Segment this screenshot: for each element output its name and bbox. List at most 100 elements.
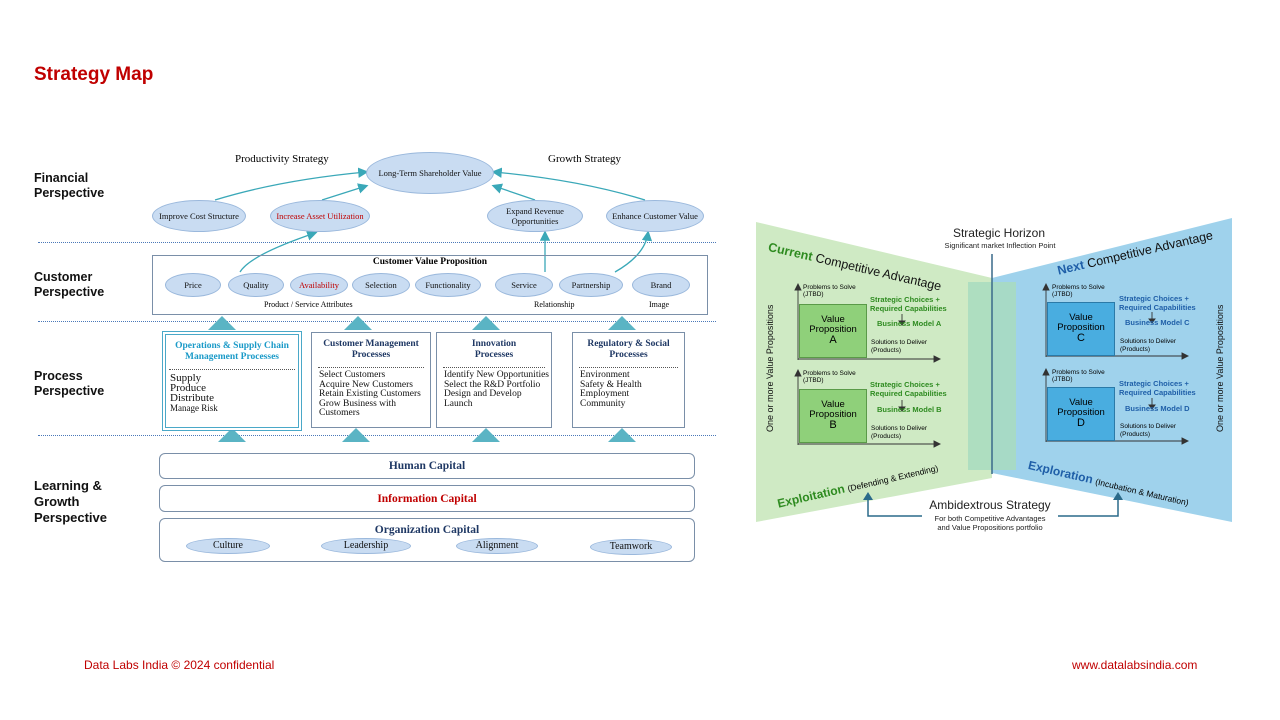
enhance-customer-value-oval: Enhance Customer Value <box>606 200 704 232</box>
process-box-title: Innovation Processes <box>471 339 517 360</box>
slide-title: Strategy Map <box>34 64 154 85</box>
value-proposition-d-box: Value Proposition D <box>1047 387 1115 441</box>
business-model-c-label: Business Model C <box>1125 318 1190 327</box>
business-model-a-label: Business Model A <box>877 319 942 328</box>
innovation-process-box: Innovation Processes Identify New Opport… <box>436 332 552 428</box>
strategic-choices-label: Strategic Choices + Required Capabilitie… <box>870 295 947 313</box>
org-item-culture: Culture <box>186 538 270 554</box>
business-model-b-label: Business Model B <box>877 405 942 414</box>
vp-letter: B <box>829 419 837 431</box>
link-triangle <box>218 428 246 442</box>
vp-letter: A <box>829 334 837 346</box>
solutions-label: Solutions to Deliver (Products) <box>871 339 927 354</box>
financial-perspective-label: Financial Perspective <box>34 171 105 200</box>
problems-label: Problems to Solve (JTBD) <box>1052 369 1105 383</box>
problems-label: Problems to Solve (JTBD) <box>1052 284 1105 298</box>
vp-label: Value Proposition <box>809 399 857 420</box>
value-proposition-a-box: Value Proposition A <box>799 304 867 358</box>
image-label: Image <box>649 300 669 309</box>
process-box-divider <box>443 367 545 368</box>
link-triangle <box>344 316 372 330</box>
process-box-title: Operations & Supply Chain Management Pro… <box>175 341 289 362</box>
attribute-selection: Selection <box>352 273 410 297</box>
vp-letter: D <box>1077 417 1085 429</box>
increase-asset-utilization-oval: Increase Asset Utilization <box>270 200 370 232</box>
relationship-label: Relationship <box>534 300 575 309</box>
attribute-service: Service <box>495 273 553 297</box>
operations-process-box: Operations & Supply Chain Management Pro… <box>162 331 302 431</box>
customer-value-proposition-header: Customer Value Proposition <box>372 257 488 267</box>
process-item: Select the R&D Portfolio <box>444 379 541 390</box>
vp-axes <box>794 282 1190 448</box>
improve-cost-structure-oval: Improve Cost Structure <box>152 200 246 232</box>
organization-capital-title: Organization Capital <box>374 524 480 536</box>
vp-label: Value Proposition <box>1057 312 1105 333</box>
separator-line <box>38 242 716 243</box>
productivity-strategy-label: Productivity Strategy <box>235 153 329 165</box>
process-item: Acquire New Customers <box>319 379 413 390</box>
link-triangle <box>608 428 636 442</box>
process-item: Produce <box>170 382 207 394</box>
process-item: Select Customers <box>319 370 386 380</box>
attribute-functionality: Functionality <box>415 273 481 297</box>
growth-strategy-label: Growth Strategy <box>548 153 622 165</box>
process-item: Employment <box>580 389 630 400</box>
org-item-teamwork: Teamwork <box>590 539 672 555</box>
strategic-choices-label: Strategic Choices + Required Capabilitie… <box>1119 379 1196 397</box>
vp-letter: C <box>1077 332 1085 344</box>
expand-revenue-opportunities-oval: Expand Revenue Opportunities <box>487 200 583 232</box>
link-triangle <box>342 428 370 442</box>
problems-label: Problems to Solve (JTBD) <box>803 370 856 384</box>
process-box-title: Regulatory & Social Processes <box>587 339 670 360</box>
attribute-availability: Availability <box>290 273 348 297</box>
process-item: Safety & Health <box>580 379 642 390</box>
process-item: Identify New Opportunities <box>444 370 550 380</box>
link-triangle <box>472 316 500 330</box>
attribute-partnership: Partnership <box>559 273 623 297</box>
value-proposition-c-box: Value Proposition C <box>1047 302 1115 356</box>
customer-management-process-box: Customer Management Processes Select Cus… <box>311 332 431 428</box>
long-term-shareholder-value-oval: Long-Term Shareholder Value <box>366 152 494 194</box>
strategic-horizon-subtitle: Significant market Inflection Point <box>944 241 1056 250</box>
process-box-title: Customer Management Processes <box>323 339 419 360</box>
org-item-alignment: Alignment <box>456 538 538 554</box>
strategic-horizon-title: Strategic Horizon <box>952 226 1046 240</box>
ambidextrous-strategy-subtitle-2: and Value Propositions portfolio <box>937 523 1043 532</box>
footer-website[interactable]: www.datalabsindia.com <box>1072 658 1198 672</box>
link-triangle <box>608 316 636 330</box>
separator-line <box>38 321 716 322</box>
process-item: Grow Business with Customers <box>319 398 397 419</box>
human-capital-bar: Human Capital <box>159 453 695 479</box>
connector-arrows <box>214 167 653 273</box>
solutions-label: Solutions to Deliver (Products) <box>871 425 927 440</box>
ambidexterity-shapes <box>756 218 1232 522</box>
process-item: Retain Existing Customers <box>319 389 421 400</box>
footer-confidential: Data Labs India © 2024 confidential <box>84 658 275 672</box>
process-item: Community <box>580 398 626 409</box>
link-triangle <box>208 316 236 330</box>
learning-perspective-label: Learning & Growth Perspective <box>34 478 107 525</box>
ambidextrous-strategy-subtitle-1: For both Competitive Advantages <box>934 514 1046 523</box>
process-perspective-label: Process Perspective <box>34 369 105 398</box>
process-item: Design and Develop <box>444 389 522 400</box>
customer-perspective-label: Customer Perspective <box>34 270 105 299</box>
process-item: Manage Risk <box>170 403 218 413</box>
attribute-brand: Brand <box>632 273 690 297</box>
customer-value-proposition-box <box>152 255 708 315</box>
strategic-choices-label: Strategic Choices + Required Capabilitie… <box>870 380 947 398</box>
solutions-label: Solutions to Deliver (Products) <box>1120 338 1176 353</box>
process-item: Distribute <box>170 392 214 404</box>
organization-capital-bar: Organization Capital <box>159 518 695 562</box>
regulatory-process-box: Regulatory & Social Processes Environmen… <box>572 332 685 428</box>
product-service-attributes-label: Product / Service Attributes <box>264 300 353 309</box>
org-item-leadership: Leadership <box>321 538 411 554</box>
business-model-d-label: Business Model D <box>1125 404 1190 413</box>
vp-label: Value Proposition <box>809 314 857 335</box>
link-triangle <box>472 428 500 442</box>
process-box-divider <box>318 367 424 368</box>
ambidextrous-connector <box>863 492 1123 517</box>
process-item: Launch <box>444 398 473 409</box>
process-item: Environment <box>580 370 630 380</box>
information-capital-bar: Information Capital <box>159 485 695 512</box>
vp-label: Value Proposition <box>1057 397 1105 418</box>
